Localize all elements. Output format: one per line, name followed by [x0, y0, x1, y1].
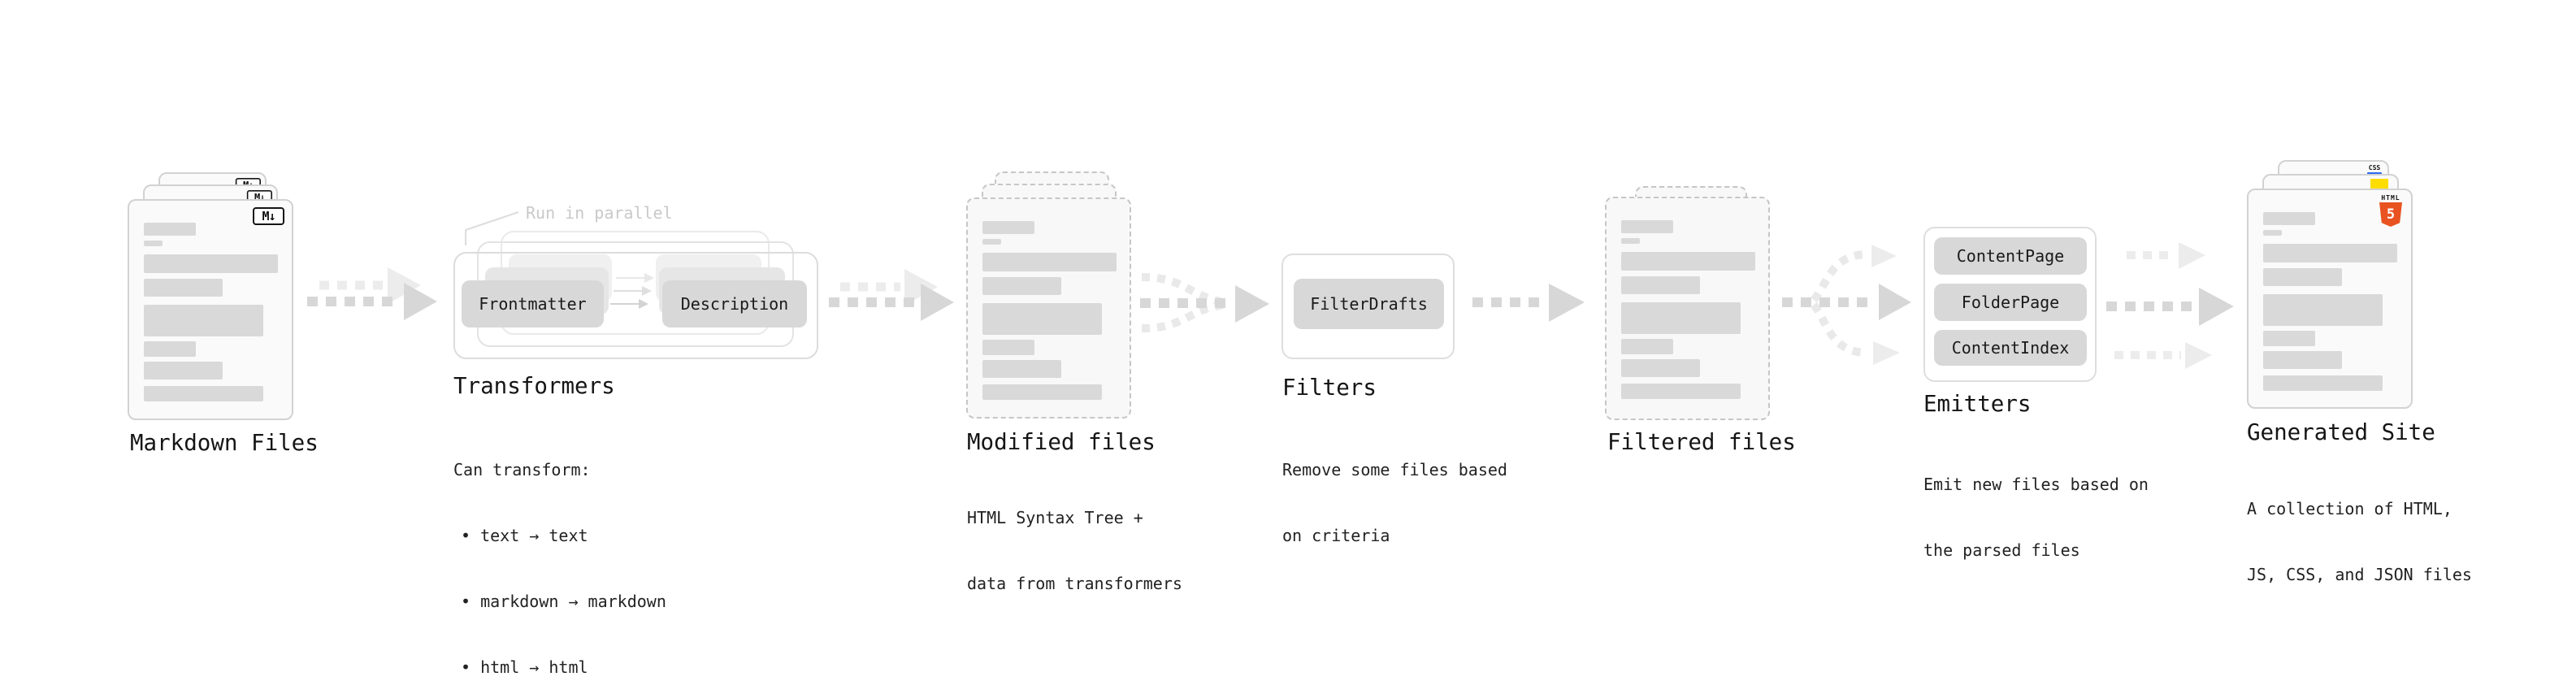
transformers-bullet: • markdown → markdown	[461, 592, 666, 611]
site-file-card-html: HTML 5	[2247, 189, 2413, 409]
modified-files-description: HTML Syntax Tree + data from transformer…	[967, 508, 1182, 593]
run-in-parallel-note: Run in parallel	[526, 203, 673, 223]
html5-icon: HTML 5	[2379, 194, 2402, 227]
arrow-filtered-to-emitters	[1782, 245, 1911, 365]
modified-file-card-front	[966, 197, 1131, 419]
run-in-parallel-connector	[465, 211, 519, 245]
generated-site-description: A collection of HTML, JS, CSS, and JSON …	[2247, 499, 2472, 584]
contentindex-node: ContentIndex	[1934, 330, 2087, 366]
modified-files-label: Modified files	[967, 429, 1156, 455]
emitters-label: Emitters	[1923, 391, 2032, 417]
filterdrafts-node: FilterDrafts	[1294, 279, 1444, 329]
description-node: Description	[662, 280, 807, 327]
markdown-files-label: Markdown Files	[130, 430, 319, 456]
transformers-bullet: • text → text	[461, 526, 588, 545]
generated-site-label: Generated Site	[2247, 419, 2435, 445]
filters-description: Remove some files based on criteria	[1282, 460, 1507, 545]
transformers-label: Transformers	[453, 373, 615, 399]
filtered-file-card-front	[1605, 197, 1770, 420]
arrow-markdown-to-transformers	[307, 267, 437, 320]
filtered-files-label: Filtered files	[1607, 429, 1796, 455]
transformer-step-arrows	[610, 273, 654, 309]
transformers-sub-heading: Can transform:	[453, 460, 591, 479]
arrow-filters-to-filtered	[1472, 284, 1585, 322]
markdown-icon: M↓	[253, 207, 284, 225]
contentpage-node: ContentPage	[1934, 237, 2087, 275]
transformers-bullet: • html → html	[461, 657, 588, 677]
arrows-emitters-to-site	[2106, 242, 2234, 369]
emitters-description: Emit new files based on the parsed files	[1923, 475, 2149, 560]
frontmatter-node: Frontmatter	[462, 280, 604, 327]
css-icon: CSS	[2367, 165, 2382, 175]
arrow-modified-to-filters	[1140, 273, 1269, 332]
markdown-file-card-front: M↓	[128, 199, 293, 420]
transformer-box-front	[453, 252, 818, 359]
arrow-transformers-to-modified	[829, 269, 954, 321]
filters-label: Filters	[1282, 375, 1377, 401]
folderpage-node: FolderPage	[1934, 284, 2087, 321]
js-icon	[2370, 179, 2388, 189]
transformers-description: Can transform: • text → text • markdown …	[453, 415, 666, 681]
